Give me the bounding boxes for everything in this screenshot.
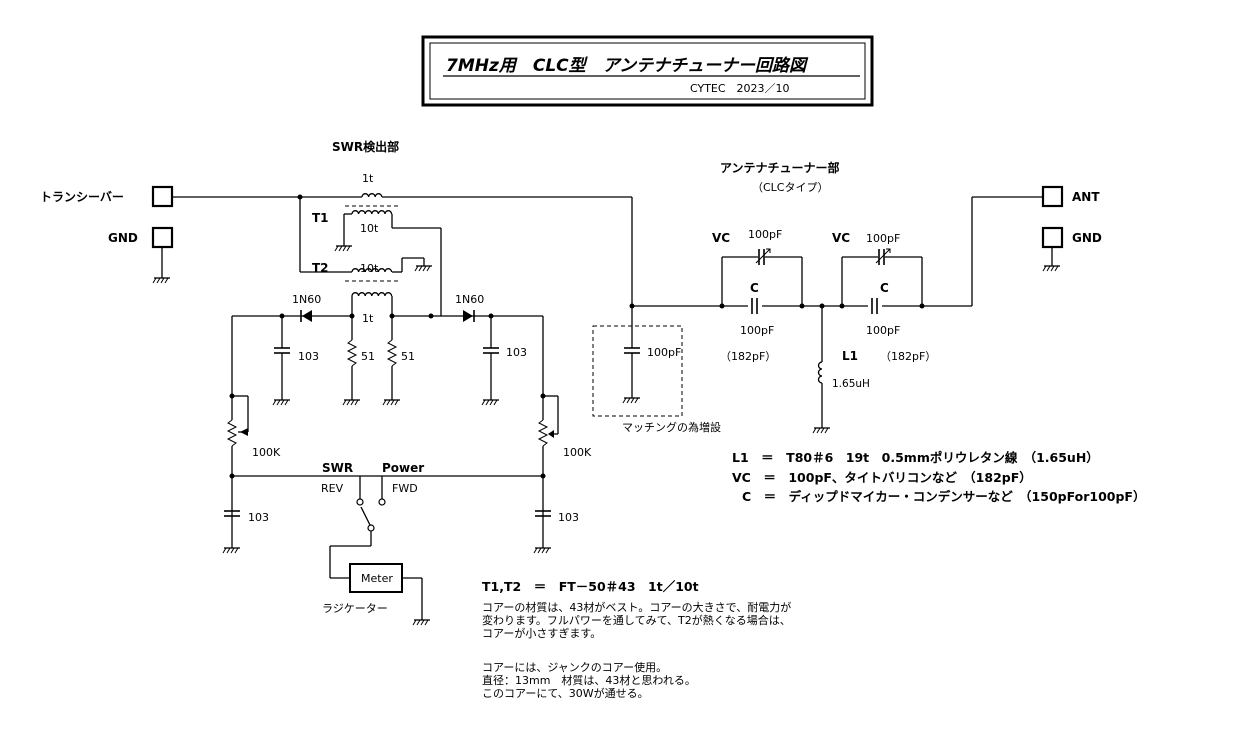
core-note-line-1: コアーの材質は、43材がベスト。コアーの大きさで、耐電力が [482,600,791,614]
t1-secondary-turns: 10t [360,222,379,235]
transceiver-label: トランシーバー [40,190,124,204]
t2-transformer [345,257,433,316]
matching-note: マッチングの為増設 [622,420,721,434]
pot-left [226,316,249,538]
ant-label: ANT [1072,190,1100,204]
var-cap-vc2 [841,248,923,306]
cap-103-bottom-left [222,510,241,554]
pot-left-label: 100K [252,446,281,459]
tuner-section-label: アンテナチューナー部 [720,160,840,175]
cap-c1-value: 100pF [740,324,774,337]
cap-103-left [272,316,291,406]
toroid-spec: T1,T2 ＝ FT－50＃43 1t／10t [482,579,699,594]
tuner-main-line [629,196,1043,309]
t1-primary-turns: 1t [362,172,374,185]
var-cap-vc2-label: VC [832,231,850,245]
cap-103-bottom-left-label: 103 [248,511,269,524]
diode-right [460,310,478,322]
cap-c1 [751,298,758,314]
t2-primary-turns: 1t [362,312,374,325]
core-note-line-3: コアーが小さすぎます。 [482,626,601,640]
var-cap-vc1 [721,248,803,306]
swr-section-label: SWR検出部 [332,139,399,154]
diode-left [297,310,315,322]
t2-label: T2 [312,261,329,275]
main-rf-line [172,193,633,306]
diode-left-label: 1N60 [292,293,321,306]
cap-103-bottom-right-label: 103 [558,511,579,524]
res-51-right [382,316,401,406]
gnd-left-terminal: GND [108,226,174,284]
spec-l1: L1 ＝ T80＃6 19t 0.5mmポリウレタン線 （1.65uH） [732,450,1099,465]
radio-gauge-label: ラジケーター [322,602,388,615]
cap-c2 [871,298,878,314]
res-51-left [342,316,361,406]
spec-c: C ＝ ディップドマイカー・コンデンサーなど （150pFor100pF） [742,489,1145,504]
matching-cap-value: 100pF [647,346,681,359]
ant-terminal: ANT [1041,185,1100,208]
diagram-author: CYTEC 2023／10 [690,82,790,95]
t1-label: T1 [312,211,329,225]
res-51-left-label: 51 [361,350,375,363]
cap-103-bottom-right [533,510,552,554]
rev-label: REV [321,482,344,495]
detector-line [232,313,543,319]
swr-switch [229,473,546,579]
junk-note-line-3: このコアーにて、30Wが通せる。 [482,686,649,700]
cap-103-left-label: 103 [298,350,319,363]
var-cap-vc1-label: VC [712,231,730,245]
gnd-right-terminal: GND [1041,226,1102,272]
spec-vc: VC ＝ 100pF、タイトバリコンなど （182pF） [732,470,1032,485]
cap-c1-label: C [750,281,759,295]
cap-103-right [481,316,500,406]
transceiver-terminal: トランシーバー [40,185,174,208]
cap-c2-value: 100pF [866,324,900,337]
junk-note-line-1: コアーには、ジャンクのコアー使用。 [482,661,667,674]
cap-c2-label: C [880,281,889,295]
diode-right-label: 1N60 [455,293,484,306]
swr-switch-label: SWR [322,461,353,475]
tuner-type-label: （CLCタイプ） [752,181,829,194]
power-switch-label: Power [382,461,424,475]
inductor-l1 [812,306,831,434]
inductor-l1-label: L1 [842,349,858,363]
fwd-label: FWD [392,482,418,495]
meter: Meter [349,563,431,626]
gnd-left-label: GND [108,231,138,245]
matching-cap [592,306,683,417]
var-cap-vc2-value: 100pF [866,232,900,245]
core-note-line-2: 変わります。フルパワーを通してみて、T2が熱くなる場合は、 [482,613,791,627]
pot-right-label: 100K [563,446,592,459]
pot-right [537,316,559,538]
gnd-right-label: GND [1072,231,1102,245]
diagram-title: 7MHz用 CLC型 アンテナチューナー回路図 [446,56,809,76]
cap-c1-total: （182pF） [720,350,776,363]
title-box: 7MHz用 CLC型 アンテナチューナー回路図 CYTEC 2023／10 [421,35,874,107]
cap-103-right-label: 103 [506,346,527,359]
t2-secondary-turns: 10t [360,262,379,275]
inductor-l1-value: 1.65uH [832,378,870,390]
var-cap-vc1-value: 100pF [748,228,782,241]
res-51-right-label: 51 [401,350,415,363]
meter-label: Meter [361,572,393,585]
cap-c2-total: （182pF） [880,350,936,363]
junk-note-line-2: 直径：13mm 材質は、43材と思われる。 [482,673,696,687]
t1-transformer [334,205,442,316]
